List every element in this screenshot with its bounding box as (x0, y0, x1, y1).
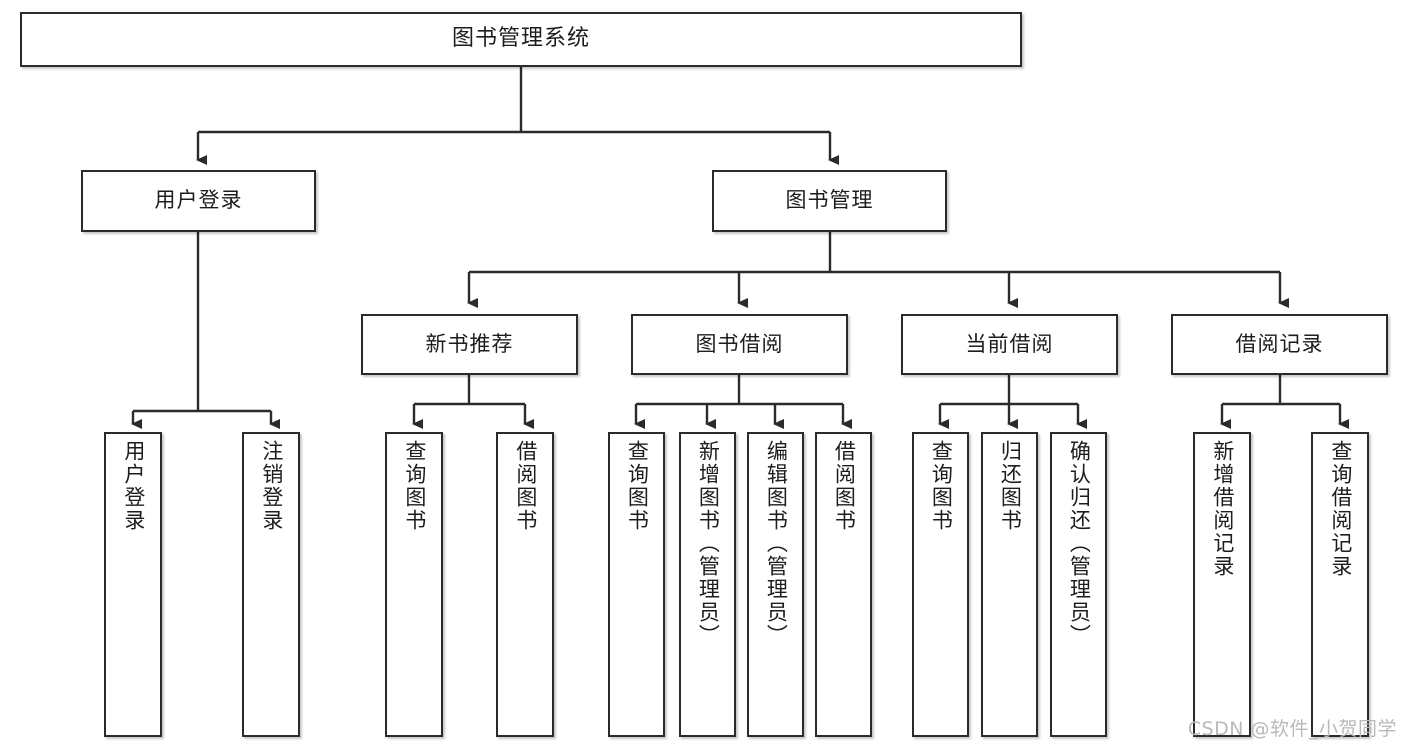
node-label: 查询图书 (402, 440, 427, 532)
node-book-borrow[interactable]: 图书借阅 (631, 314, 848, 375)
node-label: 注销登录 (259, 440, 284, 532)
node-label: 新增图书（管理员） (696, 440, 721, 647)
leaf-add-book-admin[interactable]: 新增图书（管理员） (679, 432, 736, 737)
node-new-book-recommend[interactable]: 新书推荐 (361, 314, 578, 375)
node-label: 归还图书 (998, 440, 1023, 532)
node-label: 查询图书 (625, 440, 650, 532)
node-label: 编辑图书（管理员） (764, 440, 789, 647)
node-label: 借阅图书 (513, 440, 538, 532)
node-label: 新书推荐 (425, 331, 514, 356)
leaf-confirm-return-admin[interactable]: 确认归还（管理员） (1050, 432, 1107, 737)
leaf-add-borrow-record[interactable]: 新增借阅记录 (1193, 432, 1251, 737)
node-label: 图书管理系统 (451, 26, 590, 52)
leaf-borrow-book[interactable]: 借阅图书 (815, 432, 872, 737)
leaf-query-book-borrow[interactable]: 查询图书 (608, 432, 665, 737)
node-book-management[interactable]: 图书管理 (712, 170, 947, 232)
node-current-borrow[interactable]: 当前借阅 (901, 314, 1118, 375)
node-label: 查询借阅记录 (1328, 440, 1353, 578)
node-label: 图书借阅 (695, 331, 784, 356)
node-label: 用户登录 (154, 188, 243, 213)
node-label: 借阅记录 (1235, 331, 1324, 356)
leaf-query-borrow-record[interactable]: 查询借阅记录 (1311, 432, 1369, 737)
leaf-logout[interactable]: 注销登录 (242, 432, 300, 737)
node-root-system[interactable]: 图书管理系统 (20, 12, 1022, 67)
csdn-watermark: CSDN @软件_小贺同学 (1187, 718, 1397, 740)
leaf-borrow-book-recommend[interactable]: 借阅图书 (496, 432, 554, 737)
node-label: 借阅图书 (832, 440, 857, 532)
node-user-login[interactable]: 用户登录 (81, 170, 316, 232)
leaf-query-book-recommend[interactable]: 查询图书 (385, 432, 443, 737)
node-label: 当前借阅 (965, 331, 1054, 356)
node-label: 用户登录 (121, 440, 146, 532)
leaf-user-login[interactable]: 用户登录 (104, 432, 162, 737)
node-label: 新增借阅记录 (1210, 440, 1235, 578)
node-label: 查询图书 (929, 440, 954, 532)
leaf-return-book[interactable]: 归还图书 (981, 432, 1038, 737)
node-borrow-record[interactable]: 借阅记录 (1171, 314, 1388, 375)
node-label: 图书管理 (785, 188, 874, 213)
node-label: 确认归还（管理员） (1067, 440, 1092, 647)
leaf-edit-book-admin[interactable]: 编辑图书（管理员） (747, 432, 804, 737)
leaf-query-book-current[interactable]: 查询图书 (912, 432, 969, 737)
